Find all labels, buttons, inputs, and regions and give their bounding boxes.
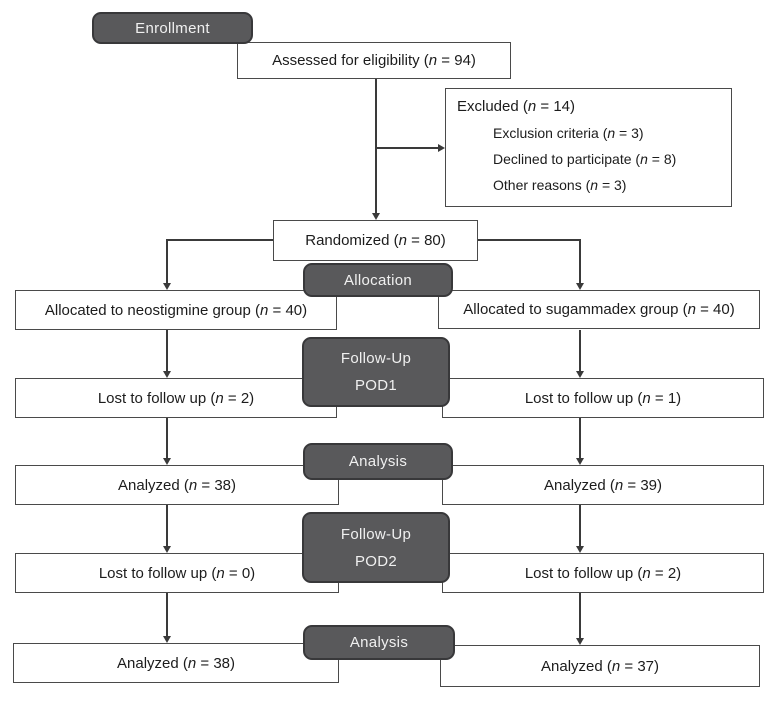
box-allocated-neostigmine-label: Allocated to neostigmine group (n = 40) [44,301,308,319]
stage-followup-pod1-line1: Follow-Up [340,350,412,367]
excluded-reason-exclusion-criteria: Exclusion criteria (n = 3) [493,125,644,141]
connector-lost1-to-analyzed1-right [579,418,581,459]
stage-allocation: Allocation [303,263,453,297]
box-randomized: Randomized (n = 80) [273,220,478,261]
box-lost-pod1-neostigmine-label: Lost to follow up (n = 2) [97,389,255,407]
box-lost-pod2-neostigmine-label: Lost to follow up (n = 0) [98,564,256,582]
connector-alloc-to-lost1-left [166,330,168,372]
box-analyzed-pod1-sugammadex-label: Analyzed (n = 39) [544,476,662,494]
excluded-reason-other: Other reasons (n = 3) [493,177,627,193]
stage-followup-pod2: Follow-Up POD2 [302,512,450,583]
box-analyzed-pod2-neostigmine: Analyzed (n = 38) [13,643,339,683]
stage-followup-pod2-line1: Follow-Up [340,525,412,543]
connector-randomized-left-branch-h [167,239,274,241]
connector-assessed-to-randomized [375,79,377,214]
box-randomized-label: Randomized (n = 80) [305,232,446,249]
excluded-title: Excluded (n = 14) [457,98,575,115]
connector-lost2-to-analyzed2-left [166,593,168,637]
stage-followup-pod2-line2: POD2 [354,552,398,570]
box-allocated-sugammadex: Allocated to sugammadex group (n = 40) [438,290,760,329]
box-assessed-eligibility: Assessed for eligibility (n = 94) [237,42,511,79]
stage-enrollment: Enrollment [92,12,253,44]
connector-lost1-to-analyzed1-left [166,418,168,459]
box-lost-pod1-sugammadex: Lost to follow up (n = 1) [442,378,764,418]
arrowhead-into-lost2-left [162,546,171,553]
arrowhead-into-analyzed2-left [162,636,171,643]
arrowhead-into-alloc-right [575,283,584,290]
connector-randomized-right-branch-v [579,239,581,285]
box-analyzed-pod1-neostigmine: Analyzed (n = 38) [15,465,339,505]
connector-randomized-right-branch-h [477,239,581,241]
stage-analysis-pod1: Analysis [303,443,453,480]
box-lost-pod2-sugammadex-label: Lost to follow up (n = 2) [524,564,682,582]
arrowhead-into-lost2-right [575,546,584,553]
box-allocated-sugammadex-label: Allocated to sugammadex group (n = 40) [463,301,735,318]
stage-analysis-pod2-label: Analysis [349,634,409,651]
box-excluded: Excluded (n = 14) Exclusion criteria (n … [445,88,732,207]
box-lost-pod2-neostigmine: Lost to follow up (n = 0) [15,553,339,593]
connector-analyzed1-to-lost2-left [166,505,168,547]
box-lost-pod1-neostigmine: Lost to follow up (n = 2) [15,378,337,418]
connector-analyzed1-to-lost2-right [579,505,581,547]
box-analyzed-pod2-sugammadex: Analyzed (n = 37) [440,645,760,687]
stage-allocation-label: Allocation [343,271,413,289]
arrowhead-into-excluded [438,143,445,152]
stage-followup-pod1-line2: POD1 [354,377,398,394]
stage-analysis-pod1-label: Analysis [348,453,408,470]
stage-followup-pod1: Follow-Up POD1 [302,337,450,407]
connector-randomized-left-branch-v [166,239,168,285]
arrowhead-into-analyzed1-right [575,458,584,465]
box-analyzed-pod1-sugammadex: Analyzed (n = 39) [442,465,764,505]
connector-alloc-to-lost1-right [579,330,581,372]
stage-analysis-pod2: Analysis [303,625,455,660]
arrowhead-into-analyzed2-right [575,638,584,645]
box-analyzed-pod1-neostigmine-label: Analyzed (n = 38) [118,476,236,494]
arrowhead-into-lost1-right [575,371,584,378]
box-analyzed-pod2-neostigmine-label: Analyzed (n = 38) [117,654,235,672]
arrowhead-into-randomized [371,213,380,220]
connector-lost2-to-analyzed2-right [579,593,581,639]
box-allocated-neostigmine: Allocated to neostigmine group (n = 40) [15,290,337,330]
stage-enrollment-label: Enrollment [135,19,210,37]
arrowhead-into-analyzed1-left [162,458,171,465]
box-lost-pod2-sugammadex: Lost to follow up (n = 2) [442,553,764,593]
arrowhead-into-alloc-left [162,283,171,290]
box-lost-pod1-sugammadex-label: Lost to follow up (n = 1) [524,389,682,407]
box-assessed-label: Assessed for eligibility (n = 94) [272,52,476,69]
excluded-reason-declined: Declined to participate (n = 8) [493,151,677,167]
box-analyzed-pod2-sugammadex-label: Analyzed (n = 37) [541,657,659,675]
arrowhead-into-lost1-left [162,371,171,378]
connector-to-excluded [376,147,438,149]
